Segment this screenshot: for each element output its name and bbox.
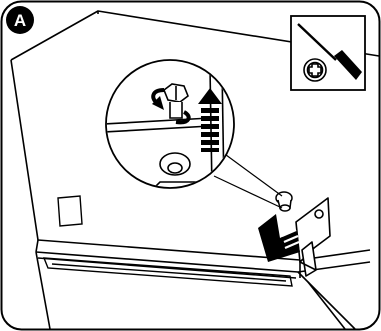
tool-inset: [291, 16, 365, 90]
phillips-head-icon: [304, 59, 326, 81]
step-badge: A: [6, 6, 34, 34]
step-badge-label: A: [14, 11, 26, 30]
